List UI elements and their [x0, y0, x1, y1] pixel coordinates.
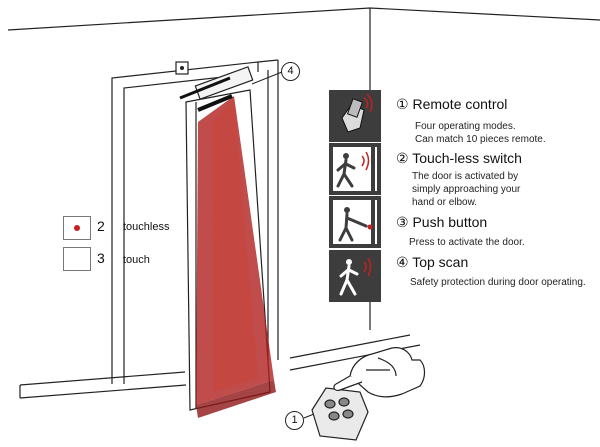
feature-title-remote: ① Remote control: [396, 96, 507, 113]
feature-desc-line: Safety protection during door operating.: [410, 277, 586, 288]
feature-name: Touch-less switch: [412, 150, 522, 166]
feature-desc-line: hand or elbow.: [412, 197, 478, 208]
feature-desc-push: Press to activate the door.: [409, 236, 525, 249]
feature-desc-line: simply approaching your: [412, 184, 521, 195]
blank-switch-icon: [63, 247, 91, 271]
top-scan-beam: [196, 94, 276, 418]
hand-icon: [333, 347, 426, 398]
feature-name: Remote control: [412, 96, 508, 112]
walking-person-top-sensor-icon: [329, 250, 381, 302]
top-scan-leader: [251, 71, 283, 85]
feature-number: ④: [396, 254, 409, 270]
feature-number: ②: [396, 150, 409, 166]
feature-desc-line: Can match 10 pieces remote.: [415, 134, 546, 145]
feature-number: ③: [396, 214, 409, 230]
feature-name: Top scan: [412, 254, 469, 270]
remote-callout: 1: [285, 411, 304, 430]
top-scan-callout: 4: [281, 62, 300, 81]
sensor-dot: [74, 225, 80, 231]
feature-desc-touchless: The door is activated by simply approach…: [412, 170, 520, 209]
feature-name: Push button: [412, 214, 488, 230]
legend-label-touch: touch: [123, 254, 150, 266]
hand-remote-icon: [329, 90, 381, 142]
legend-number-touchless: 2: [97, 218, 105, 234]
feature-desc-remote: Four operating modes. Can match 10 piece…: [415, 120, 546, 146]
walking-person-sensor-icon: [329, 143, 381, 195]
feature-desc-topscan: Safety protection during door operating.: [410, 276, 586, 289]
person-pressing-button-icon: [329, 196, 381, 248]
door-operator: [175, 61, 254, 100]
feature-desc-line: The door is activated by: [412, 171, 519, 182]
feature-desc-line: Four operating modes.: [415, 121, 516, 132]
feature-title-push: ③ Push button: [396, 214, 487, 231]
feature-desc-line: Press to activate the door.: [409, 237, 525, 248]
feature-title-touchless: ② Touch-less switch: [396, 150, 522, 167]
feature-title-topscan: ④ Top scan: [396, 254, 468, 271]
room-walls: [7, 7, 600, 399]
remote-control-icon: [303, 387, 369, 441]
feature-number: ①: [396, 96, 409, 112]
legend-label-touchless: touchless: [123, 221, 170, 233]
legend-number-touch: 3: [97, 250, 105, 266]
red-dot-switch-icon: [63, 216, 91, 240]
